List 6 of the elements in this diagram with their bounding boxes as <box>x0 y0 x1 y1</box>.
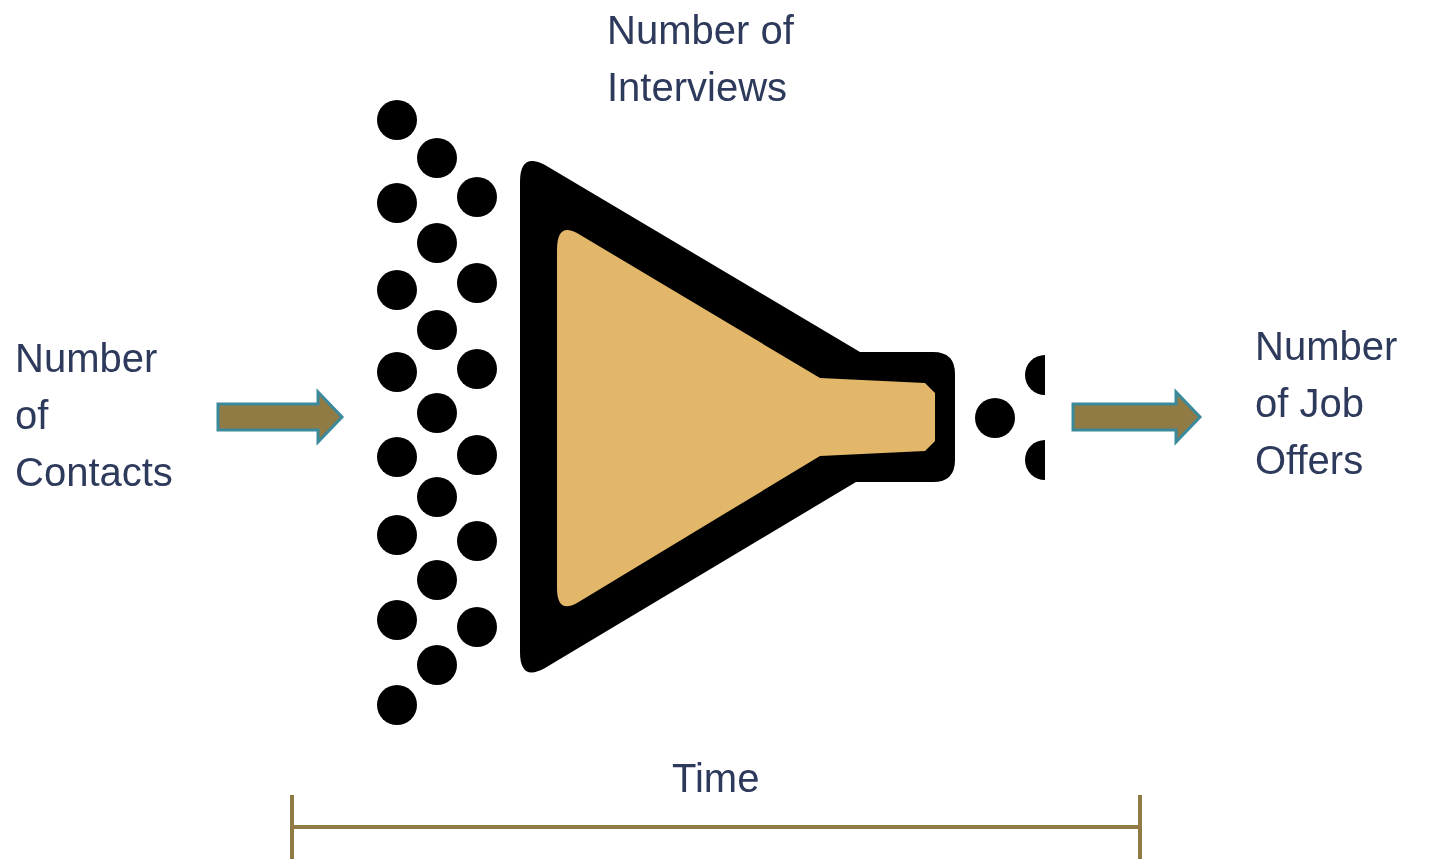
node-label: Number of Interviews <box>607 7 795 111</box>
node-label: Number of Job Offers <box>1255 323 1399 484</box>
axis-label: Time <box>672 755 760 802</box>
node-label: Number of Contacts <box>15 335 174 496</box>
block-arrow <box>1071 388 1203 446</box>
block-arrow <box>216 388 345 446</box>
